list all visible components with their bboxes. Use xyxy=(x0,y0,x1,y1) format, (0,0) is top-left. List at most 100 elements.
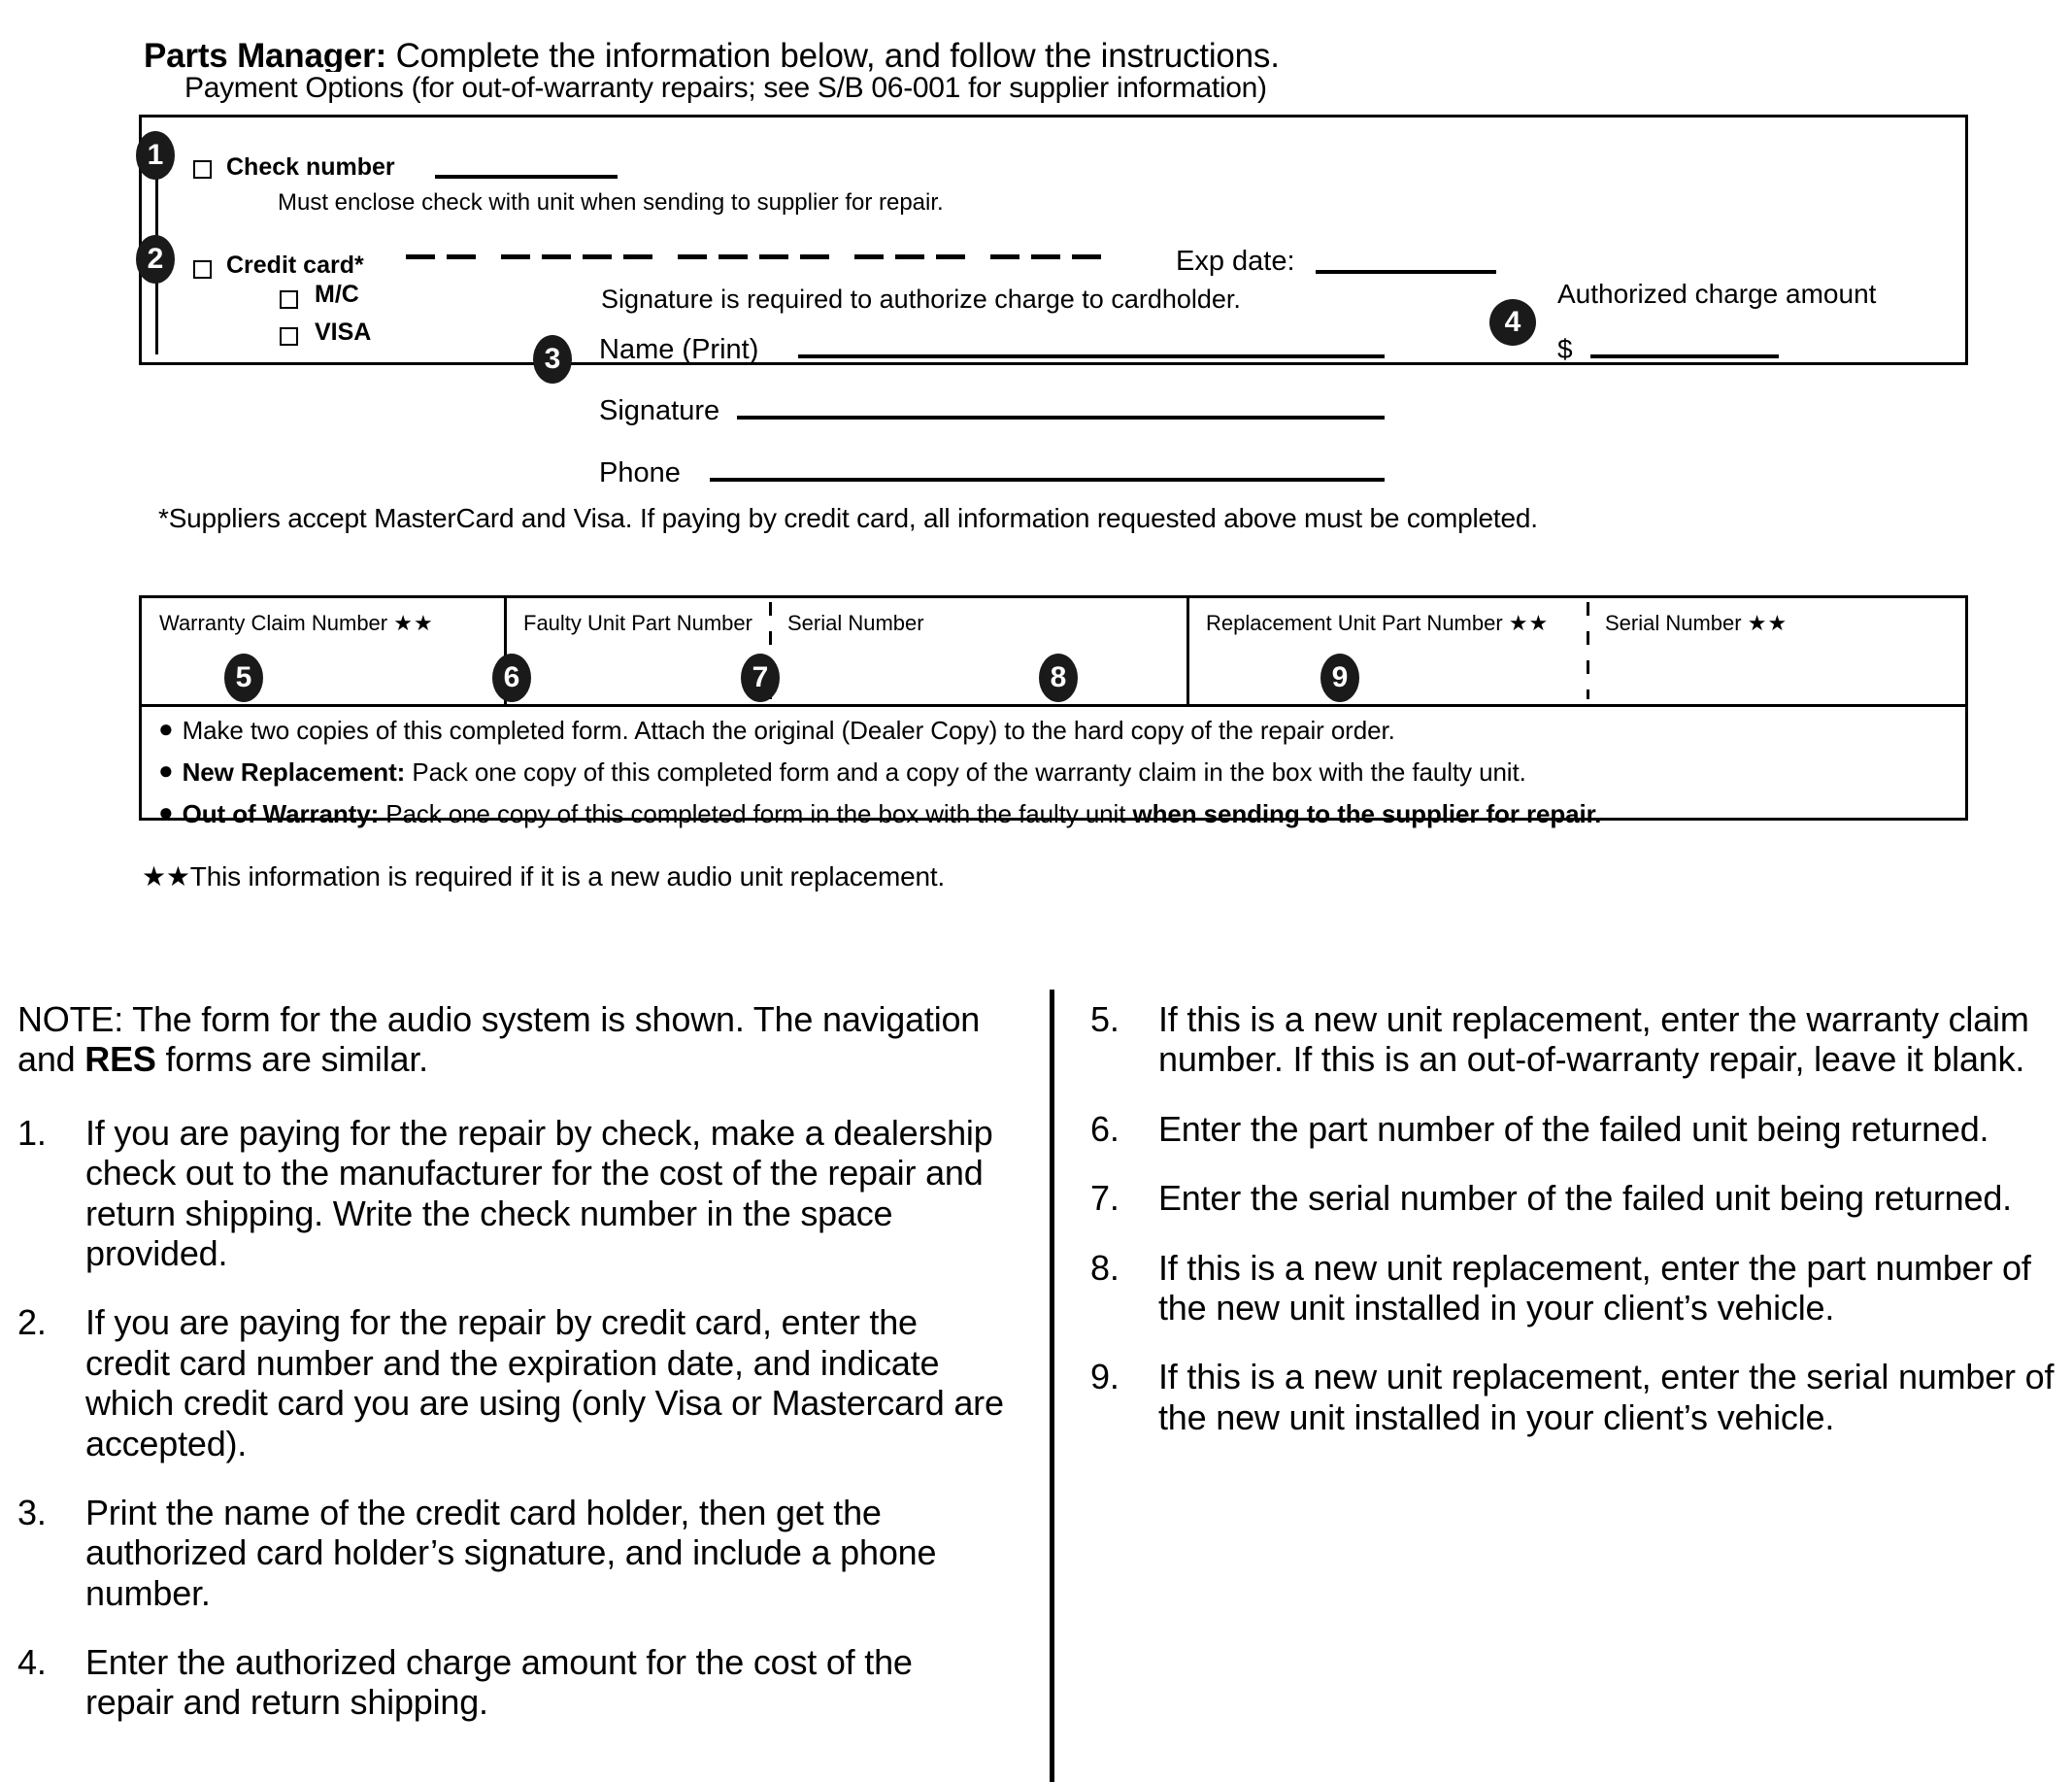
instruction-text: If this is a new unit replacement, enter… xyxy=(1158,999,2029,1080)
table-bullet-text: Pack one copy of this completed form and… xyxy=(405,757,1526,787)
cc-digit-dash xyxy=(1031,254,1060,259)
signature-input-line[interactable] xyxy=(737,416,1385,420)
table-col-header-warranty-claim-number: Warranty Claim Number ★★ xyxy=(159,611,434,636)
cc-digit-dash xyxy=(447,254,476,259)
cc-digit-dash xyxy=(854,254,884,259)
check-number-input-line[interactable] xyxy=(435,175,618,179)
instruction-text: Enter the serial number of the failed un… xyxy=(1158,1178,2012,1219)
table-col-divider-dashed xyxy=(1587,602,1589,699)
instructions-note-prefix: NOTE: The form for the audio system is s… xyxy=(17,999,981,1080)
bullet-dot-icon: ● xyxy=(158,714,174,743)
instruction-number: 7. xyxy=(1090,1178,1120,1219)
bullet-dot-icon: ● xyxy=(158,797,174,826)
cc-digit-dash xyxy=(542,254,571,259)
table-col-divider-solid xyxy=(504,598,507,704)
instruction-item-6: 6.Enter the part number of the failed un… xyxy=(1090,1109,2061,1149)
cc-digit-dash xyxy=(678,254,707,259)
authorized-charge-input-line[interactable] xyxy=(1590,354,1779,358)
table-col-header-replacement-unit-part-number: Replacement Unit Part Number ★★ xyxy=(1206,611,1549,636)
table-col-header-serial-number: Serial Number xyxy=(787,611,924,636)
double-star-footnote: ★★This information is required if it is … xyxy=(142,861,946,891)
instruction-number: 8. xyxy=(1090,1247,1120,1288)
instructions-note: NOTE: The form for the audio system is s… xyxy=(17,999,1010,1080)
cc-digit-dash xyxy=(719,254,748,259)
table-col-header-text: Faulty Unit Part Number xyxy=(523,611,752,635)
instruction-number: 1. xyxy=(17,1112,47,1153)
cc-digit-group xyxy=(406,254,476,259)
table-col-divider-solid xyxy=(1186,598,1189,704)
cc-digit-dash xyxy=(990,254,1019,259)
name-input-line[interactable] xyxy=(798,354,1385,358)
credit-card-checkbox[interactable] xyxy=(193,260,212,279)
page-title: Parts Manager: Complete the information … xyxy=(144,37,1280,76)
table-col-header-text: Serial Number xyxy=(787,611,924,635)
table-col-divider-dashed xyxy=(769,602,772,699)
cc-digit-dash xyxy=(759,254,788,259)
badge-3: 3 xyxy=(533,335,572,384)
visa-checkbox[interactable] xyxy=(280,327,298,346)
mc-label: M/C xyxy=(315,281,359,308)
table-bullet-text: Make two copies of this completed form. … xyxy=(182,716,1395,745)
cc-digit-dash xyxy=(936,254,965,259)
table-bullet-lead: New Replacement: xyxy=(182,757,406,787)
badge-4: 4 xyxy=(1489,299,1536,346)
cc-digit-group xyxy=(678,254,829,259)
instruction-number: 9. xyxy=(1090,1357,1120,1397)
instruction-text: Enter the part number of the failed unit… xyxy=(1158,1108,1989,1149)
double-star-marker: ★★ xyxy=(393,611,434,635)
instruction-number: 3. xyxy=(17,1492,47,1532)
table-col-header-faulty-unit-part-number: Faulty Unit Part Number xyxy=(523,611,752,636)
instruction-item-5: 5. If this is a new unit replacement, ent… xyxy=(1090,999,2061,1080)
badge-2: 2 xyxy=(136,235,175,284)
bullet-dot-icon: ● xyxy=(158,756,174,785)
cc-digit-dash xyxy=(895,254,924,259)
cc-digit-group xyxy=(854,254,965,259)
instruction-text: Enter the authorized charge amount for t… xyxy=(85,1642,913,1723)
exp-date-input-line[interactable] xyxy=(1316,270,1496,274)
exp-date-label: Exp date: xyxy=(1176,246,1295,277)
instruction-item-3: 3. Print the name of the credit card hold… xyxy=(17,1493,1010,1613)
instruction-item-4: 4.Enter the authorized charge amount for… xyxy=(17,1642,1010,1723)
unit-info-table: Warranty Claim Number ★★ Faulty Unit Par… xyxy=(139,595,1968,821)
instructions-left-column: NOTE: The form for the audio system is s… xyxy=(17,999,1010,1752)
double-star-marker: ★★ xyxy=(1747,611,1788,635)
name-print-label: Name (Print) xyxy=(599,334,759,365)
check-number-label: Check number xyxy=(226,153,395,181)
cc-digit-dash xyxy=(623,254,652,259)
phone-input-line[interactable] xyxy=(710,478,1385,482)
double-star-marker: ★★ xyxy=(1508,611,1550,635)
instruction-number: 2. xyxy=(17,1302,47,1343)
badge-5: 5 xyxy=(224,654,263,702)
cc-digit-dash xyxy=(583,254,612,259)
credit-card-label: Credit card* xyxy=(226,252,364,279)
instruction-text: If this is a new unit replacement, enter… xyxy=(1158,1247,2031,1328)
page-title-bold: Parts Manager: xyxy=(144,37,387,75)
instruction-text: If this is a new unit replacement, enter… xyxy=(1158,1357,2055,1437)
mc-checkbox[interactable] xyxy=(280,290,298,309)
phone-label: Phone xyxy=(599,457,681,488)
table-bullet-text: Pack one copy of this completed form in … xyxy=(379,799,1133,828)
column-divider xyxy=(1050,990,1054,1782)
table-bullet-2: ● New Replacement: Pack one copy of this … xyxy=(158,756,1526,788)
table-header-row: Warranty Claim Number ★★ Faulty Unit Par… xyxy=(142,598,1965,707)
instruction-text: If you are paying for the repair by cred… xyxy=(85,1302,1004,1463)
instruction-text: If you are paying for the repair by chec… xyxy=(85,1112,993,1273)
page-title-rest: Complete the information below, and foll… xyxy=(386,37,1280,75)
cc-digit-group xyxy=(501,254,652,259)
instruction-text: Print the name of the credit card holder… xyxy=(85,1492,937,1613)
instruction-item-8: 8. If this is a new unit replacement, ent… xyxy=(1090,1248,2061,1328)
suppliers-accept-note: *Suppliers accept MasterCard and Visa. I… xyxy=(158,503,1538,533)
dollar-sign: $ xyxy=(1557,334,1573,364)
instruction-item-9: 9. If this is a new unit replacement, ent… xyxy=(1090,1357,2061,1437)
instruction-item-2: 2. If you are paying for the repair by cr… xyxy=(17,1302,1010,1463)
check-number-checkbox[interactable] xyxy=(193,160,212,179)
authorized-charge-label: Authorized charge amount xyxy=(1557,279,1877,309)
cc-digit-dash xyxy=(1072,254,1101,259)
signature-required-note: Signature is required to authorize charg… xyxy=(601,285,1241,314)
instruction-number: 5. xyxy=(1090,999,1120,1039)
badge-1: 1 xyxy=(136,131,175,180)
table-col-header-serial-number-replacement: Serial Number ★★ xyxy=(1605,611,1788,636)
credit-card-number-field[interactable] xyxy=(406,254,1126,259)
table-bullet-1: ● Make two copies of this completed form.… xyxy=(158,714,1395,746)
instructions-note-bold: RES xyxy=(84,1039,156,1080)
